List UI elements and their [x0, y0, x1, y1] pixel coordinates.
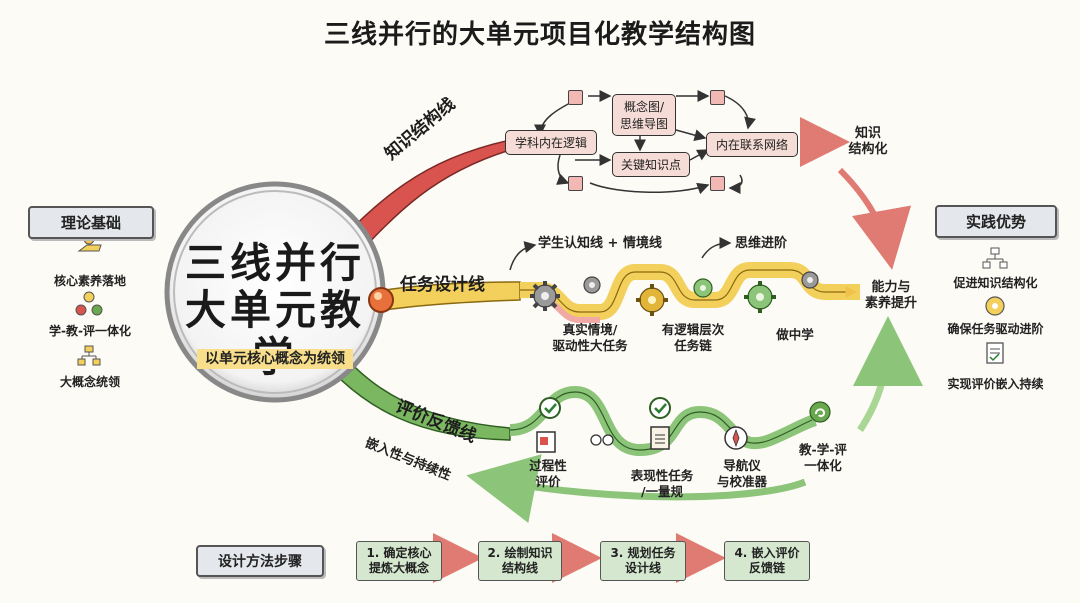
center-title-line1: 三线并行 [185, 239, 365, 287]
gear-icon [801, 271, 819, 289]
step-3: 3. 规划任务 设计线 [600, 541, 686, 581]
task-stage-2: 做中学 [776, 327, 814, 342]
gear-icon [583, 276, 601, 294]
small-node [710, 90, 725, 105]
steps-heading: 设计方法步骤 [196, 545, 324, 577]
right-item-2: 实现评价嵌入持续 [947, 377, 1044, 391]
hierarchy-icon [77, 345, 101, 366]
compass-icon [724, 426, 748, 450]
task-stage-1: 有逻辑层次 任务链 [661, 322, 725, 353]
gear-icon [985, 296, 1005, 316]
eval-stage-0: 过程性 评价 [529, 458, 567, 489]
right-item-1: 确保任务驱动进阶 [947, 322, 1044, 336]
node-concept-map: 概念图/ 思维导图 [612, 94, 676, 136]
node-key-points: 关键知识点 [612, 152, 690, 177]
hierarchy-icon [982, 247, 1008, 269]
knowledge-outcome: 知识 结构化 [848, 126, 888, 158]
node-network: 内在联系网络 [706, 132, 798, 157]
people-icon [590, 434, 614, 446]
left-item-0: 核心素养落地 [53, 274, 126, 288]
task-branch [384, 281, 521, 311]
left-item-1: 学-教-评一体化 [49, 324, 131, 338]
gear-icon [636, 284, 668, 316]
task-line-label: 任务设计线 [400, 275, 485, 295]
left-panel-heading: 理论基础 [28, 206, 154, 239]
eval-outcome: 教-学-评 一体化 [799, 442, 847, 473]
center-subtitle-wrap: 以单元核心概念为统领 [168, 348, 382, 369]
task-top-label: 学生认知线 + 情境线 [538, 236, 662, 251]
small-node [568, 90, 583, 105]
clipboard-icon [650, 426, 670, 450]
checkmark-icon [539, 397, 561, 419]
small-node [568, 176, 583, 191]
task-outcome: 能力与 素养提升 [864, 280, 917, 312]
clipboard-check-icon [536, 431, 556, 453]
step-1: 1. 确定核心 提炼大概念 [356, 541, 442, 581]
node-subject-logic: 学科内在逻辑 [505, 130, 597, 155]
task-stage-0: 真实情境/ 驱动性大任务 [552, 322, 628, 353]
step-2: 2. 绘制知识 结构线 [478, 541, 562, 581]
swirl-icon [809, 401, 831, 423]
gear-icon [693, 278, 713, 298]
center-subtitle: 以单元核心概念为统领 [197, 349, 353, 369]
checkmark-icon [649, 397, 671, 419]
triangle-nodes-icon [75, 291, 103, 316]
document-icon [986, 342, 1004, 364]
eval-stage-2: 导航仪 与校准器 [716, 458, 767, 489]
gear-icon [744, 281, 776, 313]
right-item-0: 促进知识结构化 [953, 276, 1038, 290]
eval-stage-1: 表现性任务 /一量规 [630, 468, 694, 499]
small-node [710, 176, 725, 191]
left-item-2: 大概念统领 [59, 375, 120, 389]
gear-icon [530, 281, 560, 311]
page-title: 三线并行的大单元项目化教学结构图 [323, 20, 756, 50]
thinking-progression-label: 思维进阶 [735, 236, 788, 251]
right-panel-heading: 实践优势 [935, 205, 1057, 238]
step-4: 4. 嵌入评价 反馈链 [724, 541, 810, 581]
